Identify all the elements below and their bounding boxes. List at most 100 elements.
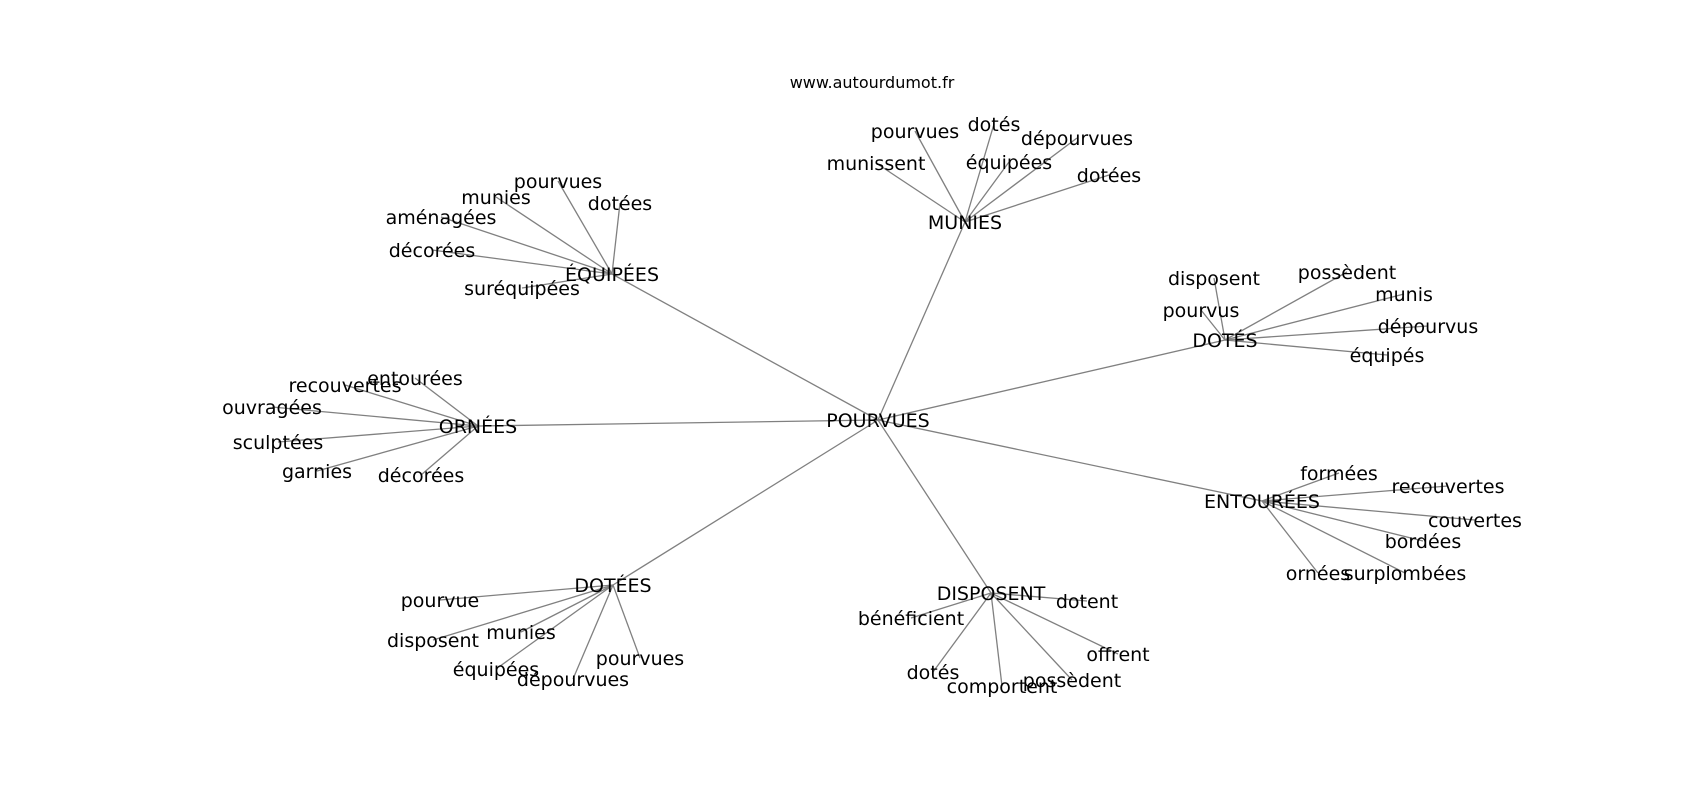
leaf-word[interactable]: décorées <box>389 240 476 262</box>
leaf-word[interactable]: dotés <box>907 662 960 684</box>
graph-edge <box>875 162 966 223</box>
leaf-word[interactable]: sculptées <box>233 432 323 454</box>
leaf-word[interactable]: pourvue <box>401 590 480 612</box>
graph-edge <box>520 584 614 633</box>
graph-edge <box>964 137 1078 223</box>
leaf-word[interactable]: dotées <box>588 193 652 215</box>
graph-edge <box>277 425 479 443</box>
graph-edge <box>521 273 613 289</box>
graph-edge <box>612 584 641 659</box>
leaf-word[interactable]: possèdent <box>1298 262 1396 284</box>
graph-edge <box>1261 500 1476 521</box>
leaf-word[interactable]: suréquipées <box>464 278 580 300</box>
graph-edge <box>1261 472 1340 502</box>
graph-edge <box>1261 500 1424 542</box>
graph-edge <box>964 174 1110 223</box>
graph-edge <box>1261 500 1319 574</box>
graph-edge <box>1224 325 1429 341</box>
graph-edge <box>990 592 1119 655</box>
edges-layer <box>271 123 1476 687</box>
graph-edge <box>495 584 614 670</box>
graph-edge <box>420 425 479 476</box>
leaf-word[interactable]: formées <box>1300 463 1378 485</box>
graph-edge <box>990 592 1003 687</box>
graph-edge <box>1224 339 1388 356</box>
graph-edge <box>1261 500 1406 574</box>
graph-edge <box>611 202 621 275</box>
watermark-text: www.autourdumot.fr <box>790 73 955 92</box>
graph-edge <box>316 425 479 472</box>
leaf-word[interactable]: dépourvues <box>1021 128 1133 150</box>
leaf-word[interactable]: garnies <box>282 461 352 483</box>
leaf-word[interactable]: offrent <box>1086 644 1149 666</box>
leaf-word[interactable]: possèdent <box>1023 670 1121 692</box>
leaf-word[interactable]: bénéficient <box>858 608 964 630</box>
hub-word[interactable]: DOTÉS <box>1192 329 1257 352</box>
graph-edge <box>964 123 995 223</box>
graph-edge <box>1213 277 1226 341</box>
graph-edge <box>964 161 1010 223</box>
graph-edge <box>1200 309 1226 341</box>
leaf-word[interactable]: recouvertes <box>289 375 402 397</box>
leaf-word[interactable]: pourvues <box>514 171 602 193</box>
graph-edge <box>440 216 613 275</box>
leaf-word[interactable]: dépourvus <box>1378 316 1478 338</box>
graph-edge <box>271 406 479 427</box>
leaf-word[interactable]: dépourvues <box>517 669 629 691</box>
graph-edge <box>1224 271 1348 341</box>
leaf-word[interactable]: disposent <box>387 630 479 652</box>
graph-edge <box>877 339 1226 421</box>
leaf-word[interactable]: décorées <box>378 465 465 487</box>
leaf-word[interactable]: dotés <box>968 114 1021 136</box>
graph-edge <box>914 130 966 223</box>
leaf-word[interactable]: recouvertes <box>1392 476 1505 498</box>
graph-edge <box>877 419 1263 502</box>
graph-edge <box>572 584 614 680</box>
leaf-word[interactable]: équipés <box>1350 345 1425 367</box>
graph-edge <box>431 249 613 275</box>
leaf-word[interactable]: munissent <box>827 153 926 175</box>
leaf-word[interactable]: équipées <box>453 659 539 681</box>
hub-word[interactable]: ÉQUIPÉES <box>565 263 659 286</box>
leaf-word[interactable]: bordées <box>1385 531 1462 553</box>
graph-edge <box>990 592 1073 681</box>
leaf-word[interactable]: munies <box>486 622 555 644</box>
leaf-word[interactable]: pourvues <box>871 121 959 143</box>
hub-word[interactable]: DISPOSENT <box>937 583 1046 605</box>
hub-word[interactable]: ORNÉES <box>439 415 517 438</box>
graph-edge <box>932 592 992 673</box>
graph-edge <box>612 419 879 586</box>
leaf-word[interactable]: couvertes <box>1428 510 1522 532</box>
leaf-word[interactable]: surplombées <box>1344 563 1467 585</box>
graph-edge <box>877 221 966 421</box>
graph-edge <box>432 584 614 641</box>
center-word[interactable]: POURVUES <box>826 410 929 432</box>
hub-word[interactable]: MUNIES <box>928 212 1002 234</box>
graph-edge <box>557 180 613 275</box>
graph-edge <box>495 196 613 275</box>
leaf-word[interactable]: comportent <box>947 676 1058 698</box>
leaf-word[interactable]: disposent <box>1168 268 1260 290</box>
graph-edge <box>611 273 879 421</box>
graph-edge <box>477 419 879 427</box>
leaf-word[interactable]: équipées <box>966 152 1052 174</box>
leaf-word[interactable]: pourvus <box>1163 300 1240 322</box>
leaf-word[interactable]: dotent <box>1056 591 1118 613</box>
graph-edge <box>1261 485 1449 502</box>
leaf-word[interactable]: ouvragées <box>222 397 322 419</box>
hub-word[interactable]: DOTÉES <box>574 574 651 597</box>
leaf-word[interactable]: pourvues <box>596 648 684 670</box>
leaf-word[interactable]: aménagées <box>386 207 497 229</box>
graph-edge <box>877 419 992 594</box>
leaf-word[interactable]: entourées <box>367 368 463 390</box>
hub-word[interactable]: ENTOURÉES <box>1204 490 1320 513</box>
graph-edge <box>990 592 1088 602</box>
leaf-word[interactable]: dotées <box>1077 165 1141 187</box>
graph-edge <box>414 377 479 427</box>
leaf-word[interactable]: munis <box>1375 284 1433 306</box>
leaf-word[interactable]: ornées <box>1286 563 1350 585</box>
graph-edge <box>1224 293 1405 341</box>
leaf-word[interactable]: munies <box>461 187 530 209</box>
